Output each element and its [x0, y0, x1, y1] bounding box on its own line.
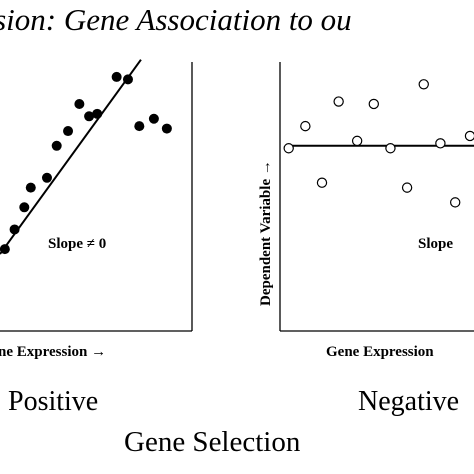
right-data-point [300, 120, 311, 132]
left-data-point [9, 224, 20, 235]
right-data-point [385, 143, 396, 154]
right-data-point [283, 143, 294, 154]
positive-label: Positive [8, 386, 99, 417]
left-data-point [25, 182, 36, 193]
left-data-point [122, 74, 133, 85]
right-points [283, 79, 474, 208]
left-trend-line [0, 59, 142, 255]
left-data-point [134, 121, 145, 132]
left-data-point [63, 126, 74, 137]
gene-selection-label: Gene Selection [124, 426, 301, 458]
left-data-point [148, 113, 159, 124]
right-data-point [316, 177, 328, 188]
left-data-point [92, 108, 103, 119]
right-x-label: Gene Expression [326, 344, 434, 360]
right-data-point [351, 135, 363, 147]
right-slope-label: Slope [418, 236, 453, 252]
right-data-point [333, 96, 344, 107]
right-data-point [418, 79, 429, 90]
right-data-point [450, 197, 461, 208]
right-data-point [401, 182, 413, 193]
left-data-point [161, 123, 172, 134]
left-data-point [111, 71, 122, 82]
left-data-point [41, 172, 52, 183]
figure-title: ssion: Gene Association to ou [0, 2, 352, 37]
left-slope-label: Slope ≠ 0 [48, 236, 106, 252]
left-data-point [0, 244, 10, 255]
right-data-point [435, 138, 446, 149]
right-y-label: Dependent Variable → [258, 160, 274, 306]
negative-label: Negative [358, 386, 460, 417]
left-data-point [74, 98, 85, 109]
left-points [0, 71, 172, 255]
left-data-point [51, 140, 62, 151]
right-data-point [368, 98, 379, 110]
right-data-point [464, 130, 474, 142]
left-x-label: ne Expression → [0, 344, 106, 360]
left-data-point [19, 202, 30, 213]
left-data-point [84, 111, 95, 122]
